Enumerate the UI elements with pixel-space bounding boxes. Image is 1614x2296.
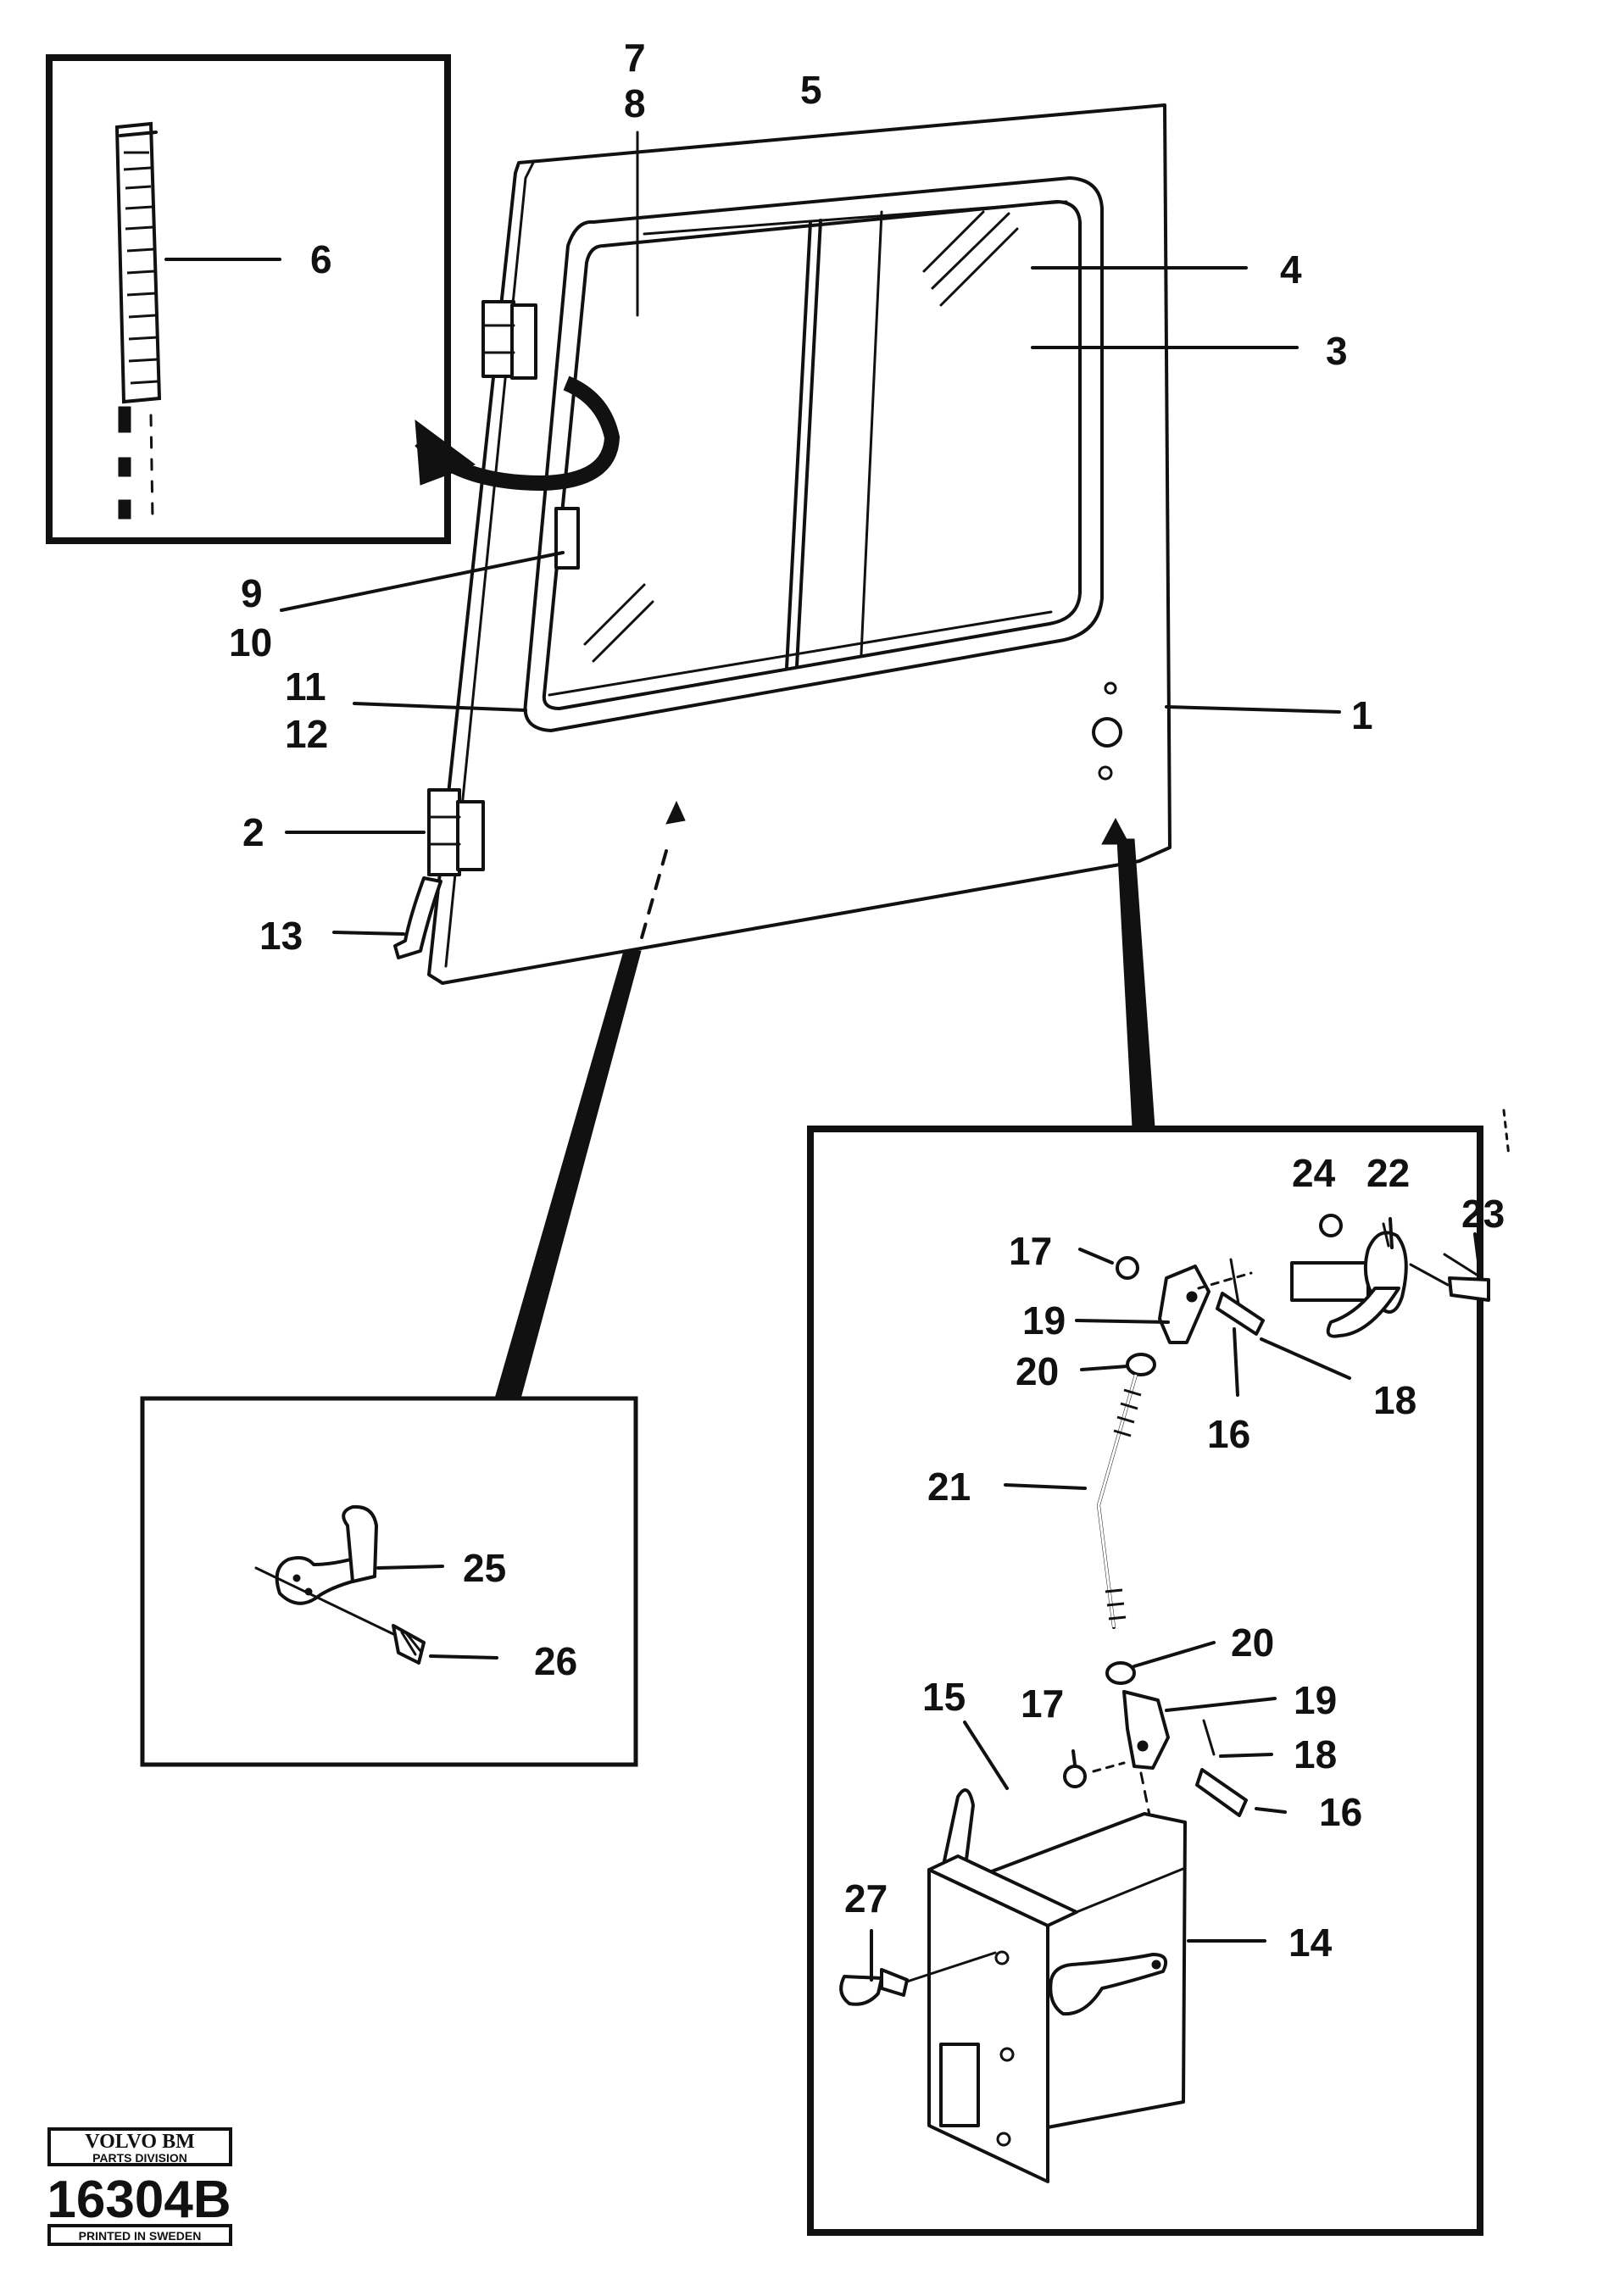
stamp-brand: VOLVO BM (85, 2131, 195, 2153)
callout-11: 11 (285, 664, 326, 709)
callout-23: 23 (1461, 1192, 1505, 1236)
upper-hinge (481, 300, 537, 380)
callout-18-upper: 18 (1373, 1378, 1416, 1422)
callout-2: 2 (242, 810, 264, 854)
callout-17-lower: 17 (1021, 1682, 1064, 1726)
lower-hinge (427, 788, 485, 876)
weatherstrip-inset (46, 54, 451, 544)
callout-12: 12 (285, 712, 328, 756)
stamp-division: PARTS DIVISION (92, 2151, 187, 2165)
callout-22: 22 (1366, 1151, 1410, 1195)
callout-15: 15 (922, 1675, 966, 1719)
callout-3: 3 (1326, 329, 1348, 373)
handle-inset (140, 1396, 638, 1767)
callout-labels: 1 2 3 4 5 6 7 8 9 10 11 12 13 14 15 16 1… (229, 36, 1505, 1965)
callout-13: 13 (259, 914, 303, 958)
callout-4: 4 (1280, 247, 1302, 292)
callout-19-lower: 19 (1294, 1678, 1337, 1722)
stamp-footer: PRINTED IN SWEDEN (79, 2229, 202, 2243)
callout-17-upper: 17 (1009, 1229, 1052, 1273)
callout-26: 26 (534, 1639, 577, 1683)
leader-lines (280, 131, 1482, 1982)
pointer-to-handle-inset (494, 950, 642, 1399)
callout-6: 6 (310, 237, 332, 281)
callout-19-upper: 19 (1022, 1298, 1066, 1343)
cab-door (393, 103, 1172, 985)
callout-20-upper: 20 (1016, 1349, 1059, 1393)
pointer-to-lock-inset (1116, 838, 1155, 1128)
callout-20-lower: 20 (1231, 1621, 1274, 1665)
callout-18-lower: 18 (1294, 1732, 1337, 1776)
callout-8: 8 (624, 81, 646, 125)
callout-24: 24 (1292, 1151, 1336, 1195)
callout-16-upper: 16 (1207, 1412, 1250, 1456)
lock-inset (807, 1109, 1511, 2236)
callout-7: 7 (624, 36, 646, 80)
callout-16-lower: 16 (1319, 1790, 1362, 1834)
callout-21: 21 (927, 1465, 971, 1509)
callout-1: 1 (1351, 693, 1373, 737)
callout-27: 27 (844, 1876, 888, 1921)
callout-5: 5 (800, 68, 822, 112)
callout-14: 14 (1288, 1921, 1333, 1965)
callout-10: 10 (229, 620, 272, 664)
callout-25: 25 (463, 1546, 506, 1590)
parts-division-stamp: VOLVO BM PARTS DIVISION 16304B PRINTED I… (47, 2127, 232, 2246)
stamp-number: 16304B (47, 2171, 231, 2229)
callout-9: 9 (241, 571, 263, 615)
